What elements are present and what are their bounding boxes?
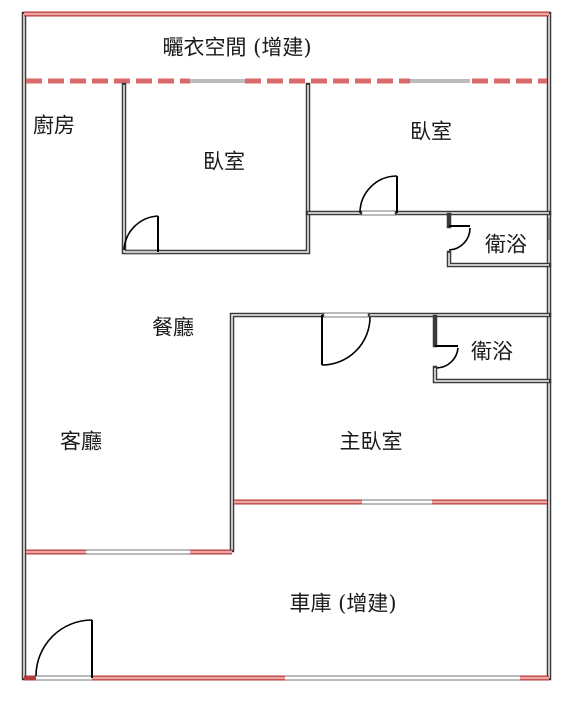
label-garage: 車庫 (增建) (289, 592, 396, 616)
label-bedroom-2: 臥室 (410, 120, 452, 144)
label-drying-room: 曬衣空間 (增建) (162, 36, 311, 60)
bedroom-2-door (359, 175, 398, 216)
bedroom-1-walls (121, 82, 311, 255)
label-bath-2: 衛浴 (471, 340, 513, 364)
bath-1-walls (446, 212, 552, 268)
garage-divider-window (234, 499, 547, 505)
master-bedroom-door (321, 315, 371, 366)
label-kitchen: 廚房 (33, 114, 75, 138)
master-bedroom-walls (229, 312, 552, 553)
drying-room-partition (26, 78, 547, 84)
label-master-bedroom: 主臥室 (340, 430, 403, 454)
label-living: 客廳 (60, 430, 102, 454)
bottom-wall (24, 675, 549, 681)
label-bedroom-1: 臥室 (203, 150, 245, 174)
label-bath-1: 衛浴 (485, 233, 527, 257)
bath-2-door (435, 345, 459, 369)
bedroom-1-door (123, 215, 159, 255)
outer-walls (21, 11, 552, 681)
bath-2-walls (432, 314, 552, 384)
bath-1-door (448, 225, 471, 251)
living-garage-window (26, 549, 232, 555)
garage-entry-door (35, 619, 93, 678)
label-dining: 餐廳 (152, 316, 194, 340)
